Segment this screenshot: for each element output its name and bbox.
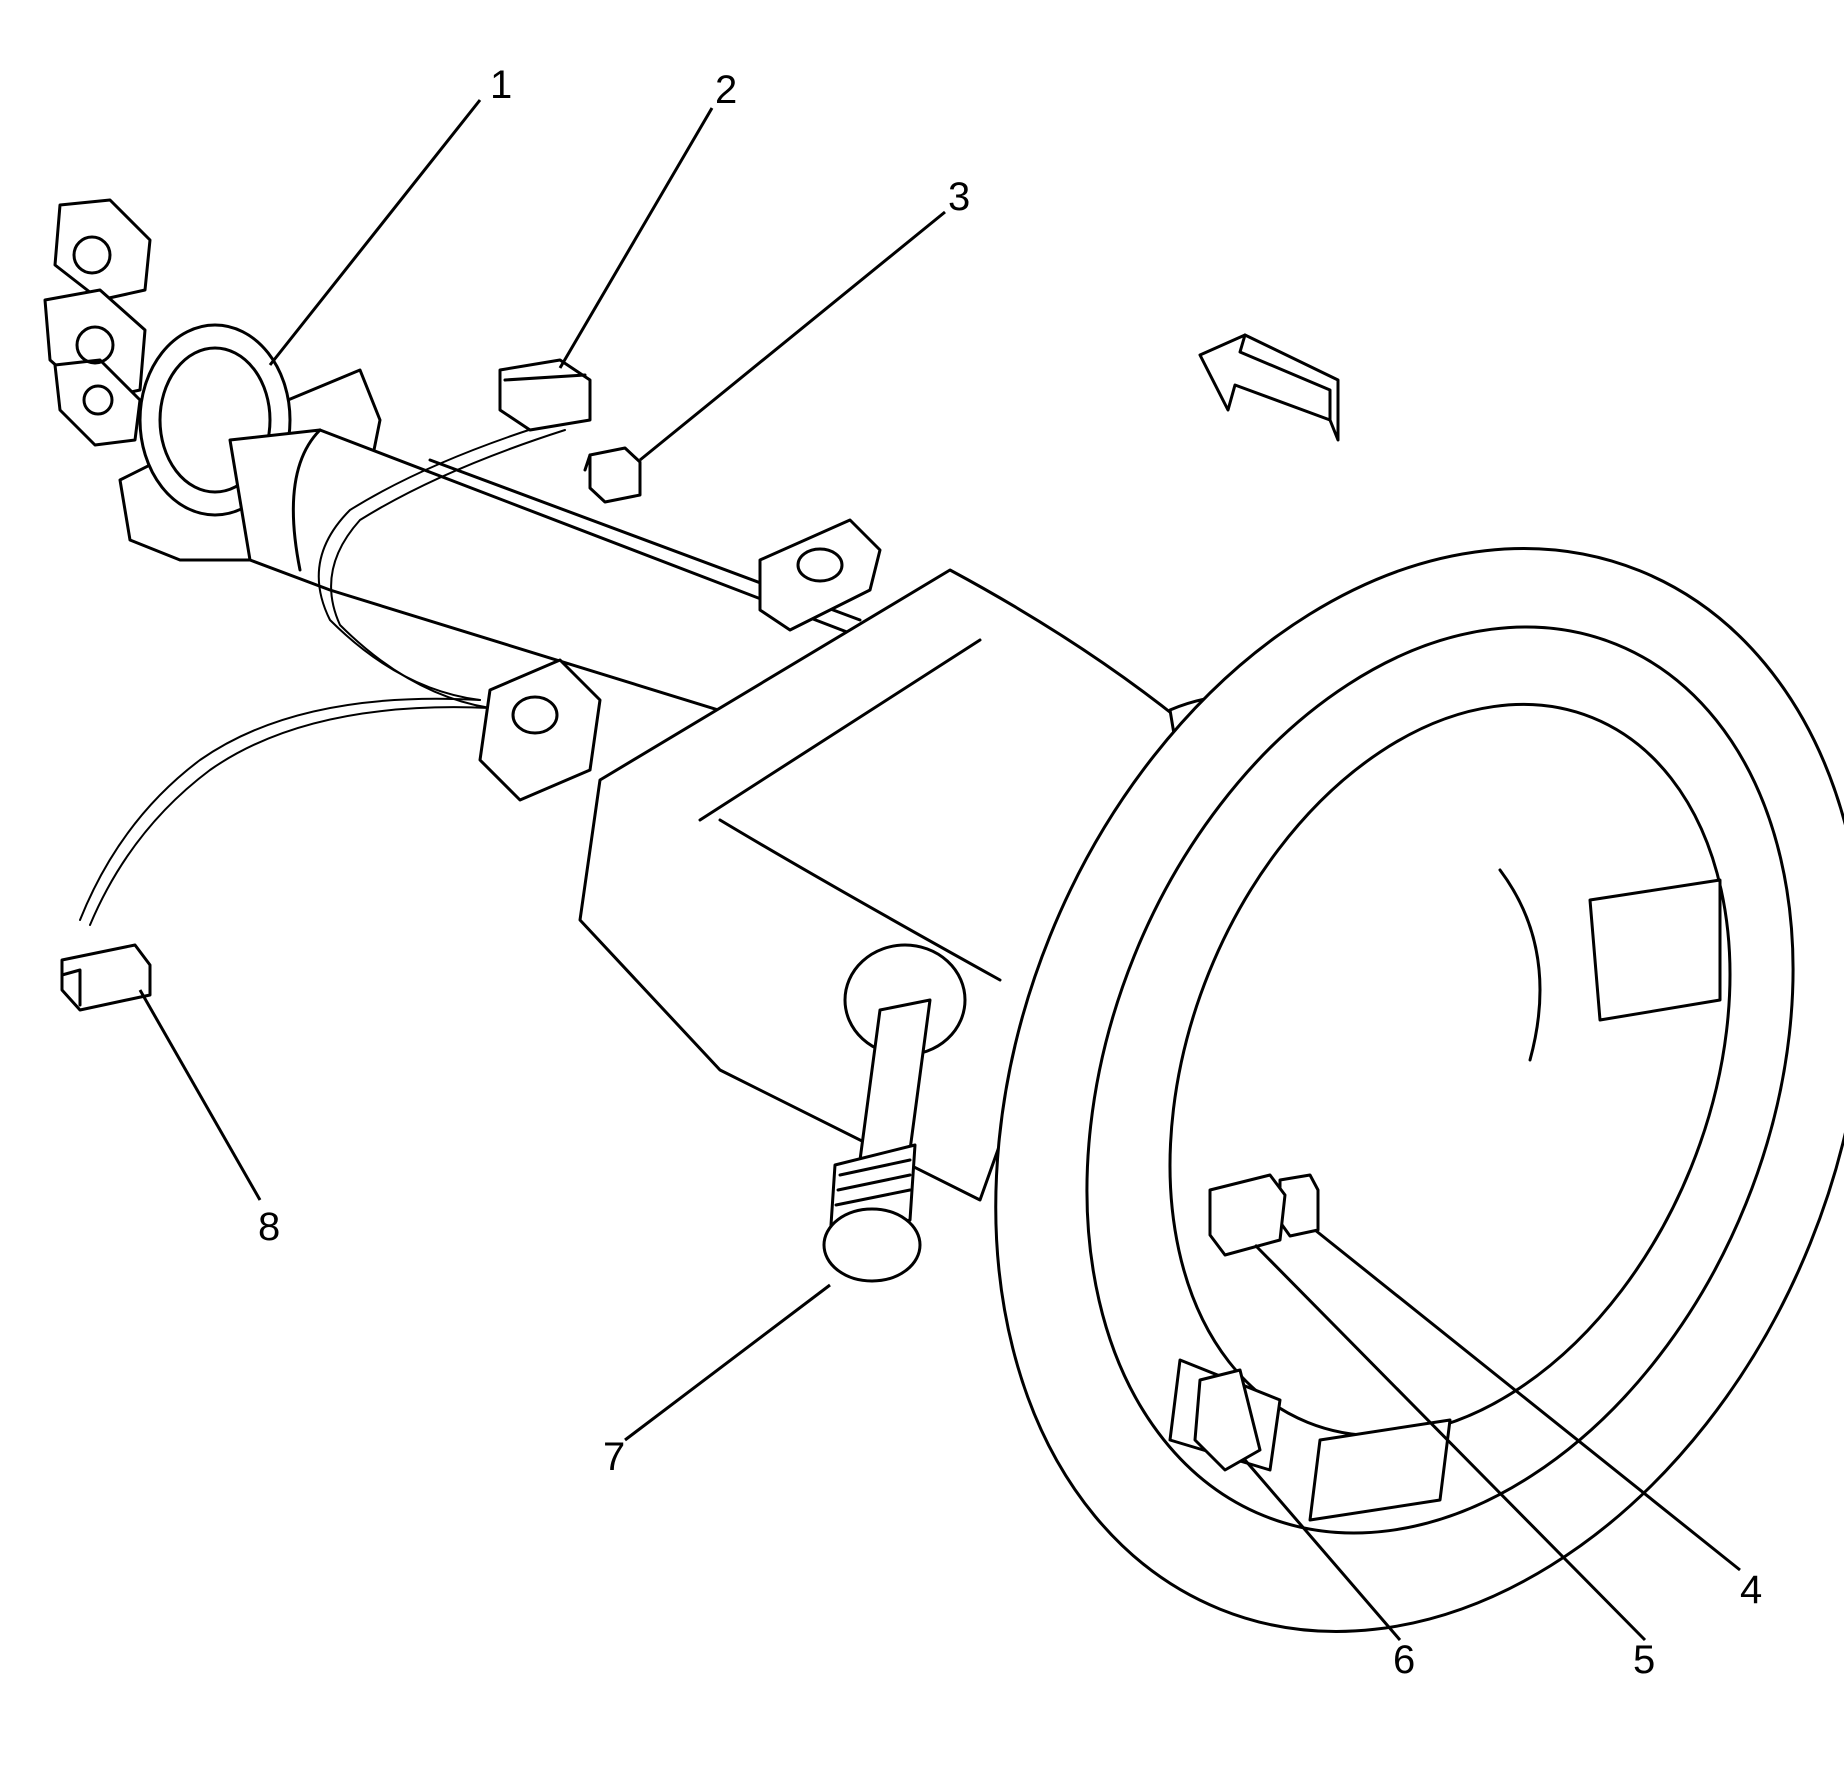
leader-5 bbox=[1253, 1243, 1647, 1642]
leader-6 bbox=[1243, 1459, 1402, 1641]
callout-8: 8 bbox=[258, 1205, 280, 1249]
connector-8 bbox=[60, 943, 152, 1012]
callout-6: 6 bbox=[1393, 1638, 1415, 1682]
callout-2: 2 bbox=[715, 68, 737, 112]
leader-1 bbox=[268, 99, 482, 366]
connector-5 bbox=[1208, 1173, 1287, 1257]
leader-3 bbox=[639, 210, 946, 462]
direction-arrow-icon bbox=[1198, 333, 1340, 442]
intermediate-shaft-joint bbox=[43, 198, 152, 447]
leader-2 bbox=[558, 107, 714, 369]
connector-3 bbox=[583, 446, 642, 504]
callout-1: 1 bbox=[490, 63, 512, 107]
column-jacket bbox=[118, 323, 922, 762]
column-wiring-harness bbox=[79, 419, 566, 926]
leader-lines bbox=[138, 99, 1741, 1642]
multifunction-stalk-7 bbox=[822, 943, 967, 1283]
callout-7: 7 bbox=[603, 1435, 625, 1479]
connector-4 bbox=[1278, 1173, 1320, 1238]
connector-2 bbox=[498, 358, 592, 432]
leader-4 bbox=[1314, 1228, 1741, 1572]
tilt-bracket bbox=[478, 518, 882, 802]
leader-8 bbox=[138, 989, 262, 1201]
callout-3: 3 bbox=[948, 175, 970, 219]
leader-7 bbox=[624, 1283, 831, 1442]
steering-wheel bbox=[994, 547, 1844, 1633]
callout-5: 5 bbox=[1633, 1638, 1655, 1682]
callout-4: 4 bbox=[1740, 1568, 1762, 1612]
switch-6 bbox=[1193, 1368, 1262, 1472]
callout-labels: 1 2 3 4 5 6 7 8 bbox=[258, 63, 1762, 1682]
